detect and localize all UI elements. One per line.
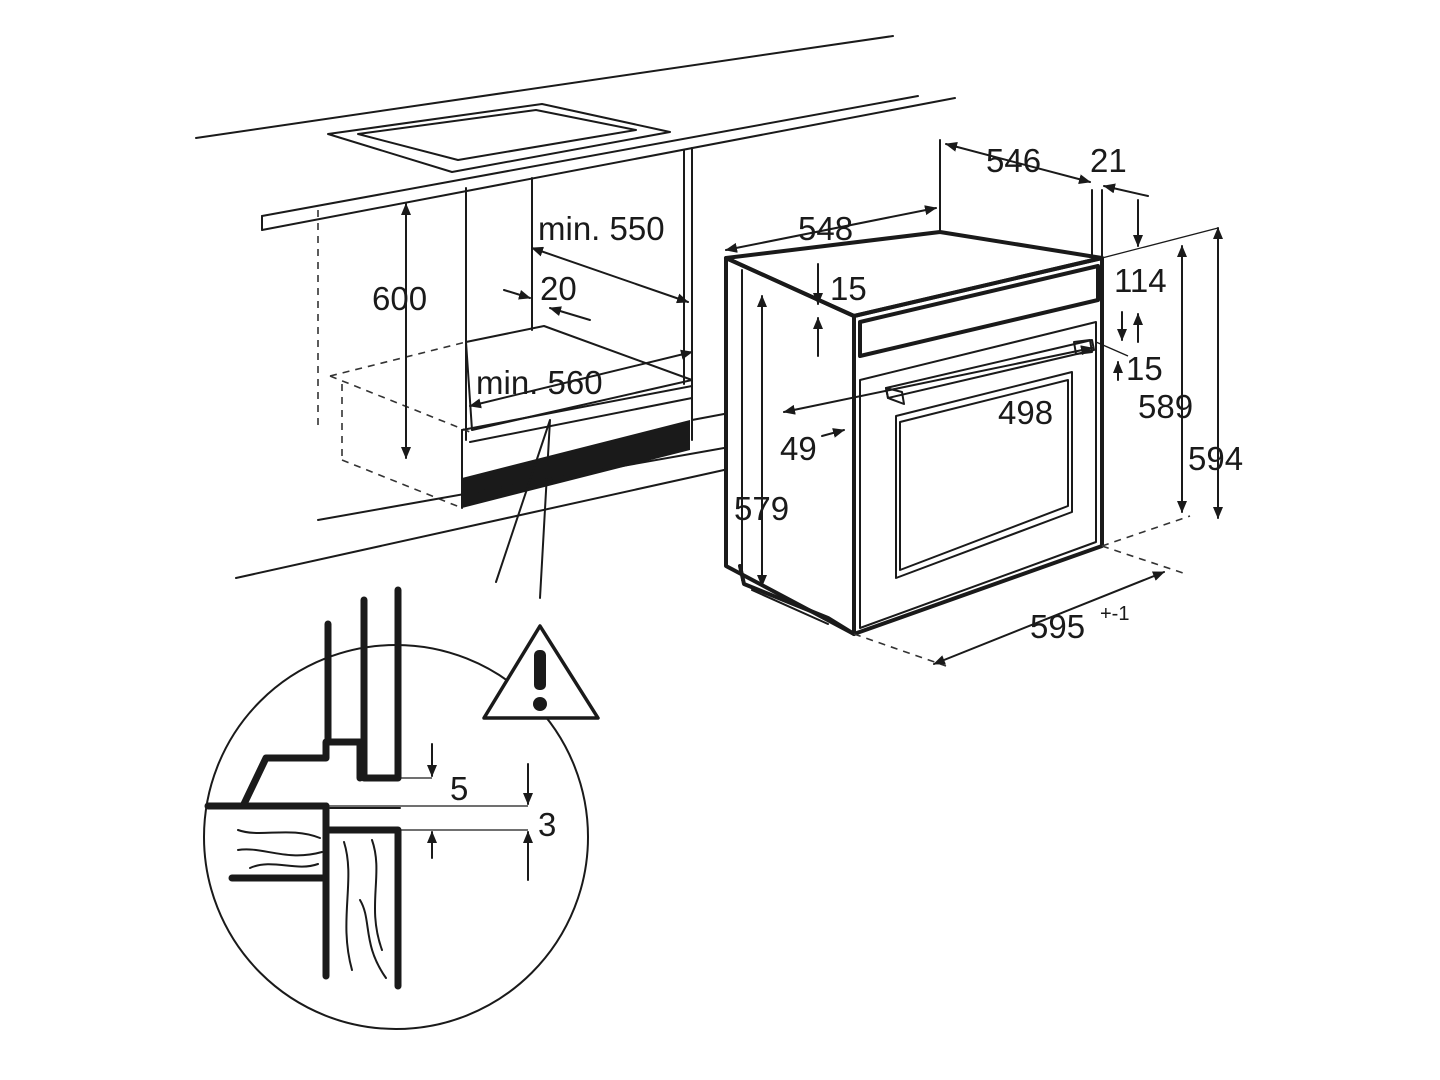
dimension-label-min-550: min. 550	[538, 210, 665, 247]
dimension-label-594: 594	[1188, 440, 1243, 477]
dimension-tolerance-label: +-1	[1100, 603, 1129, 625]
dimension-label-589: 589	[1138, 388, 1193, 425]
dimension-label-546: 546	[986, 142, 1041, 179]
dimension-label-579: 579	[734, 490, 789, 527]
dimension-label-15-handle: 15	[1126, 350, 1163, 387]
dimension-label-20: 20	[540, 270, 577, 307]
detail-dimension-label-3: 3	[538, 806, 556, 843]
dimension-label-min-560: min. 560	[476, 364, 603, 401]
oven-door-handle	[885, 339, 1095, 405]
hob	[327, 103, 671, 173]
oven-dimension-arrows	[725, 141, 1223, 665]
warning-triangle-icon	[482, 624, 600, 720]
dimension-label-600: 600	[372, 280, 427, 317]
detail-cross-section	[204, 586, 533, 990]
detail-dimension-label-5: 5	[450, 770, 468, 807]
oven	[724, 139, 1191, 667]
dimension-label-15-side: 15	[830, 270, 867, 307]
dimension-label-49: 49	[780, 430, 817, 467]
dimension-label-498: 498	[998, 394, 1053, 431]
dimension-label-114: 114	[1114, 262, 1167, 299]
plinth	[462, 420, 690, 508]
dimension-label-21: 21	[1090, 142, 1127, 179]
dimension-label-595: 595	[1030, 608, 1085, 645]
dimension-label-548: 548	[798, 210, 853, 247]
cabinet-dimension-arrows	[401, 203, 693, 459]
kitchen-cabinet	[195, 35, 956, 579]
